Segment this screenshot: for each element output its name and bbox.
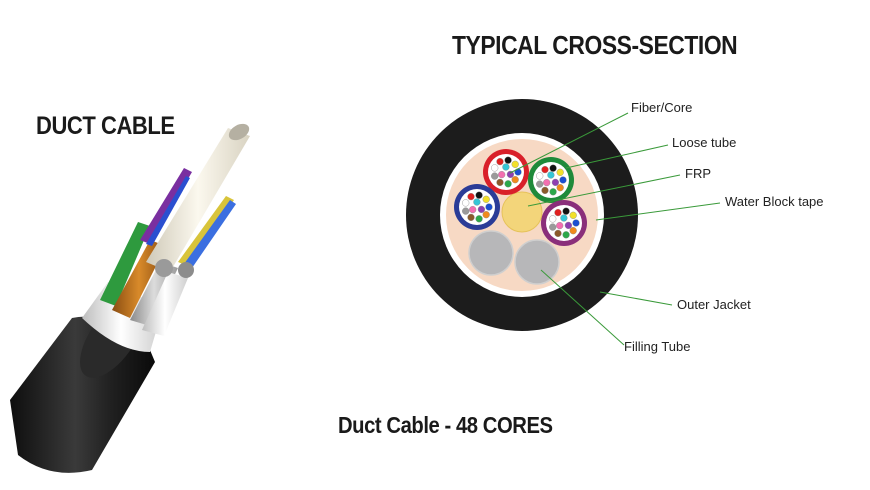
label-loose-tube: Loose tube	[672, 135, 736, 150]
cream-tube-end	[228, 123, 250, 141]
fiber-strand	[569, 211, 577, 219]
fiber-strand	[536, 180, 544, 188]
label-fiber-core: Fiber/Core	[631, 100, 692, 115]
leader-loose-tube	[565, 144, 669, 169]
fiber-strand	[549, 188, 557, 196]
fiber-strand	[569, 227, 577, 235]
white-tube-3d	[142, 272, 188, 336]
fiber-strand	[482, 211, 490, 219]
product-title: DUCT CABLE	[36, 112, 175, 140]
filler-end-a	[155, 259, 173, 277]
fiber-strand	[554, 209, 562, 217]
fiber-strand	[502, 163, 510, 171]
label-outer-jacket: Outer Jacket	[677, 297, 751, 312]
fiber-strand	[467, 193, 475, 201]
fiber-strand	[485, 203, 493, 211]
fiber-strand	[572, 219, 580, 227]
fiber-strand	[504, 156, 512, 164]
fiber-strand	[562, 207, 570, 215]
fiber-strand	[543, 179, 551, 187]
cable-3d-drawing	[10, 123, 250, 473]
fiber-strand	[462, 207, 470, 215]
fiber-strand	[554, 229, 562, 238]
fiber-strand	[506, 170, 515, 179]
fiber-bundle-yellow	[178, 196, 234, 266]
green-tube-3d	[100, 222, 150, 306]
fiber-bundle-purple	[140, 168, 192, 244]
fiber-strand	[477, 205, 486, 214]
leader-filling-tube	[540, 269, 625, 346]
fiber-strand	[473, 198, 481, 206]
fiber-strand	[541, 186, 549, 195]
label-filling-tube: Filling Tube	[624, 339, 690, 354]
fiber-strand	[467, 213, 475, 222]
fiber-bundle-blue2	[184, 200, 236, 268]
fiber-strand	[496, 178, 504, 187]
fiber-strand	[496, 158, 504, 166]
leader-outer-jacket	[599, 291, 673, 306]
cream-tube-3d	[146, 128, 250, 272]
fiber-strand	[482, 195, 490, 203]
fiber-strand	[549, 164, 557, 172]
label-water-block-tape: Water Block tape	[725, 194, 824, 209]
leader-lines	[509, 112, 721, 346]
loose-tubes	[454, 149, 587, 246]
fiber-strand	[551, 178, 560, 187]
filling-tube-1	[468, 230, 514, 276]
cross-section	[406, 99, 638, 331]
fiber-strand	[547, 171, 555, 179]
fiber-strand	[549, 223, 557, 231]
filler-end-b	[178, 262, 194, 278]
fiber-strand	[475, 191, 483, 199]
fiber-strand	[560, 214, 568, 222]
fiber-strand	[504, 180, 512, 188]
fiber-strand	[491, 172, 499, 180]
fiber-strand	[491, 164, 499, 172]
product-caption: Duct Cable - 48 CORES	[338, 412, 553, 438]
fiber-strand	[562, 231, 570, 239]
fiber-bundle-blue	[146, 176, 190, 246]
fiber-strand	[511, 176, 519, 184]
fiber-strand	[556, 222, 564, 230]
fiber-strand	[549, 215, 557, 223]
fiber-strand	[498, 171, 506, 179]
fiber-strand	[556, 184, 564, 192]
fiber-strand	[536, 172, 544, 180]
fiber-strand	[559, 176, 567, 184]
leader-fiber-core	[509, 112, 629, 174]
filling-tube-2	[514, 239, 560, 285]
fiber-strand	[511, 160, 519, 168]
fiber-strand	[541, 166, 549, 174]
fiber-strand	[556, 168, 564, 176]
fiber-strand	[564, 221, 573, 230]
leader-water-block-tape	[595, 202, 721, 221]
fiber-strand	[475, 215, 483, 223]
label-frp: FRP	[685, 166, 711, 181]
cross-section-title: TYPICAL CROSS-SECTION	[452, 30, 738, 60]
fiber-strand	[469, 206, 477, 214]
fiber-strand	[462, 199, 470, 207]
leader-frp	[527, 174, 681, 207]
frp-core	[501, 191, 543, 233]
